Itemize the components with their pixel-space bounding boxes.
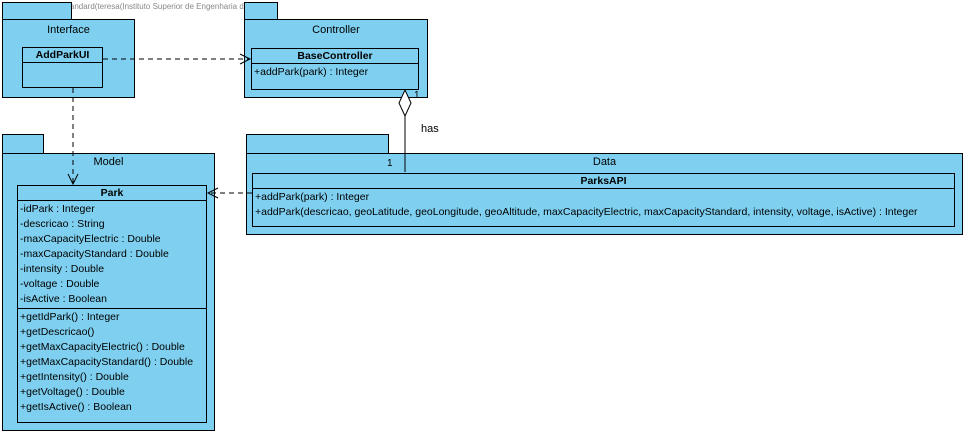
park-method: +getMaxCapacityStandard() : Double bbox=[20, 356, 194, 368]
interface-package-title: Interface bbox=[47, 24, 90, 36]
park-attribute: -maxCapacityStandard : Double bbox=[20, 248, 169, 260]
model-package-title: Model bbox=[93, 156, 124, 168]
park-method: +getMaxCapacityElectric() : Double bbox=[20, 341, 185, 353]
basecontroller-method: +addPark(park) : Integer bbox=[254, 66, 369, 78]
parksapi-methods: +addPark(park) : Integer +addPark(descri… bbox=[253, 189, 954, 221]
addparkui-class-name: AddParkUI bbox=[23, 48, 102, 63]
controller-package-title: Controller bbox=[312, 24, 360, 36]
parksapi-class[interactable]: ParksAPI +addPark(park) : Integer +addPa… bbox=[252, 173, 955, 227]
parksapi-method: +addPark(park) : Integer bbox=[255, 191, 370, 203]
park-attribute: -idPark : Integer bbox=[20, 203, 95, 215]
aggregation-diamond bbox=[398, 88, 412, 118]
addparkui-class[interactable]: AddParkUI bbox=[22, 47, 103, 88]
park-method: +getIntensity() : Double bbox=[20, 371, 129, 383]
basecontroller-class[interactable]: BaseController +addPark(park) : Integer bbox=[251, 48, 419, 90]
park-attribute: -intensity : Double bbox=[20, 263, 105, 275]
park-method: +getIdPark() : Integer bbox=[20, 311, 120, 323]
park-attribute: -isActive : Boolean bbox=[20, 293, 107, 305]
multiplicity-controller: 1 bbox=[414, 90, 420, 101]
basecontroller-class-name: BaseController bbox=[252, 49, 418, 64]
dependency-ui-park-arrowhead bbox=[67, 173, 79, 186]
parksapi-class-name: ParksAPI bbox=[253, 174, 954, 189]
multiplicity-data: 1 bbox=[387, 158, 393, 169]
association-label: has bbox=[421, 123, 439, 135]
park-attribute: -maxCapacityElectric : Double bbox=[20, 233, 161, 245]
watermark: Visual Paradigm Standard(teresa(Institut… bbox=[2, 2, 275, 11]
park-attribute: -descricao : String bbox=[20, 218, 105, 230]
park-method: +getVoltage() : Double bbox=[20, 386, 125, 398]
park-class-name: Park bbox=[18, 186, 206, 201]
dependency-ui-controller-arrowhead bbox=[239, 53, 252, 65]
park-method: +getIsActive() : Boolean bbox=[20, 401, 132, 413]
parksapi-method: +addPark(descricao, geoLatitude, geoLong… bbox=[255, 206, 918, 218]
dependency-api-park-arrowhead bbox=[206, 187, 219, 199]
park-attributes: -idPark : Integer -descricao : String -m… bbox=[18, 201, 206, 309]
data-package-title: Data bbox=[592, 156, 617, 168]
basecontroller-methods: +addPark(park) : Integer bbox=[252, 64, 418, 81]
park-method: +getDescricao() bbox=[20, 326, 95, 338]
park-methods: +getIdPark() : Integer +getDescricao() +… bbox=[18, 309, 206, 416]
park-class[interactable]: Park -idPark : Integer -descricao : Stri… bbox=[17, 185, 207, 423]
park-attribute: -voltage : Double bbox=[20, 278, 100, 290]
